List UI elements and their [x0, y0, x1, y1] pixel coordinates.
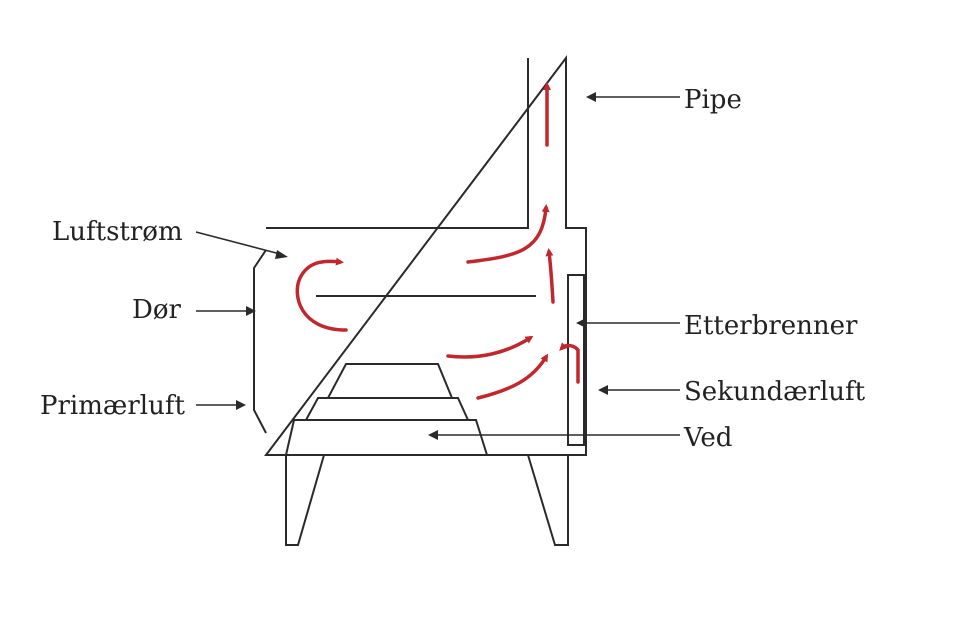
- right-leg: [527, 454, 569, 546]
- label-ved: Ved: [683, 423, 732, 453]
- door: [253, 249, 267, 434]
- flow-arrow-rising: [545, 248, 555, 304]
- wood-log-bottom: [284, 419, 489, 456]
- flow-arrow-loop: [295, 257, 348, 332]
- label-primaerluft: Primærluft: [40, 391, 185, 421]
- flow-arrow-lower-left: [446, 335, 534, 359]
- label-sekundaerluft: Sekundærluft: [684, 377, 866, 407]
- pointer-ved-head: [428, 430, 438, 440]
- pointer-arrows: [195, 92, 680, 440]
- label-luftstrom: Luftstrøm: [52, 217, 183, 247]
- left-leg: [285, 454, 325, 546]
- label-dor: Dør: [132, 295, 181, 325]
- airflow-arrows: [295, 82, 580, 400]
- stove-body-outline: [263, 55, 587, 456]
- pointer-sekundaerluft-head: [598, 385, 608, 395]
- flow-arrow-secondary: [559, 342, 580, 384]
- pointer-luftstrom-head: [275, 250, 288, 259]
- pointer-primaerluft-head: [236, 400, 246, 410]
- label-etterbrenner: Etterbrenner: [684, 311, 858, 341]
- wood-log-top: [326, 363, 454, 399]
- label-pipe: Pipe: [684, 85, 742, 115]
- pointer-luftstrom: [195, 231, 281, 255]
- flow-arrow-lower-right: [476, 353, 549, 400]
- afterburner-channel: [567, 274, 585, 446]
- pointer-etterbrenner-head: [576, 318, 586, 328]
- flow-arrow-upper-curve: [466, 204, 550, 264]
- pointer-pipe-head: [586, 92, 596, 102]
- wood-log-middle: [304, 397, 470, 421]
- pointer-dor-head: [246, 306, 256, 316]
